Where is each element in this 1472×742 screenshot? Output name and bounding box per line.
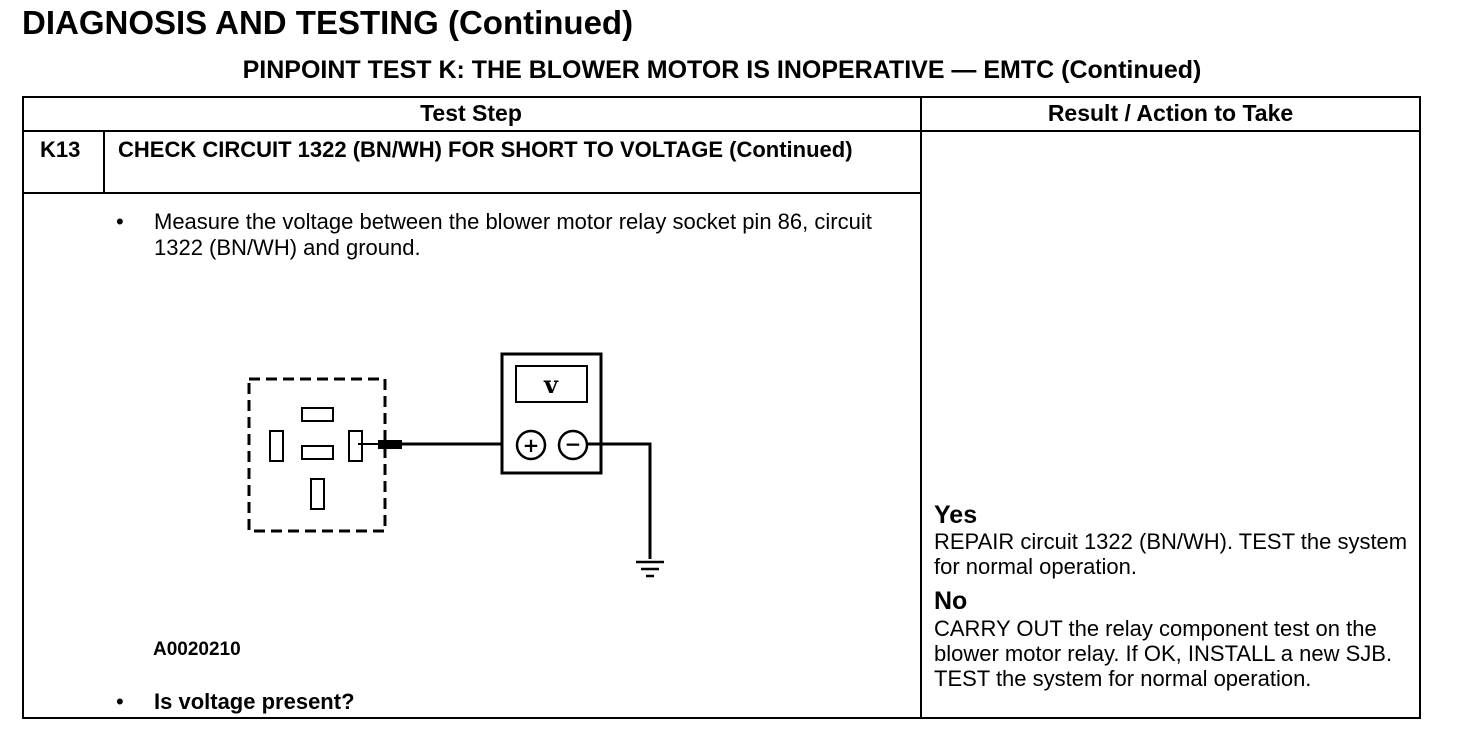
step-id: K13	[40, 137, 81, 162]
test-table	[22, 96, 1421, 719]
figure-id: A0020210	[153, 639, 241, 660]
result-no-label: No	[934, 587, 968, 615]
column-header-test-step: Test Step	[420, 100, 522, 126]
meter-symbol: v	[543, 370, 559, 399]
step-instruction: Measure the voltage between the blower m…	[154, 209, 872, 260]
bullet-marker: •	[116, 689, 124, 714]
ground-symbol-icon	[636, 560, 664, 578]
result-yes-label: Yes	[934, 501, 978, 529]
voltmeter-icon: v + −	[500, 352, 603, 475]
step-question: Is voltage present?	[154, 689, 355, 714]
plus-terminal-label: +	[523, 433, 540, 457]
voltage-test-diagram: v + −	[247, 352, 664, 578]
column-header-result: Result / Action to Take	[1047, 100, 1294, 126]
pinpoint-test-title: PINPOINT TEST K: THE BLOWER MOTOR IS INO…	[242, 56, 1202, 84]
step-title-divider	[22, 192, 922, 194]
step-id-divider	[103, 130, 105, 193]
minus-terminal-label: −	[565, 432, 582, 456]
page-title: DIAGNOSIS AND TESTING (Continued)	[22, 4, 634, 41]
test-lead-negative	[587, 442, 652, 559]
result-yes-action: REPAIR circuit 1322 (BN/WH). TEST the sy…	[934, 529, 1408, 579]
result-no-action: CARRY OUT the relay component test on th…	[934, 616, 1393, 691]
header-row-divider	[22, 130, 1421, 132]
step-title: CHECK CIRCUIT 1322 (BN/WH) FOR SHORT TO …	[118, 137, 853, 162]
column-divider	[920, 96, 922, 719]
bullet-marker: •	[116, 209, 124, 234]
relay-socket-icon	[247, 377, 387, 533]
test-lead-positive	[358, 440, 516, 449]
